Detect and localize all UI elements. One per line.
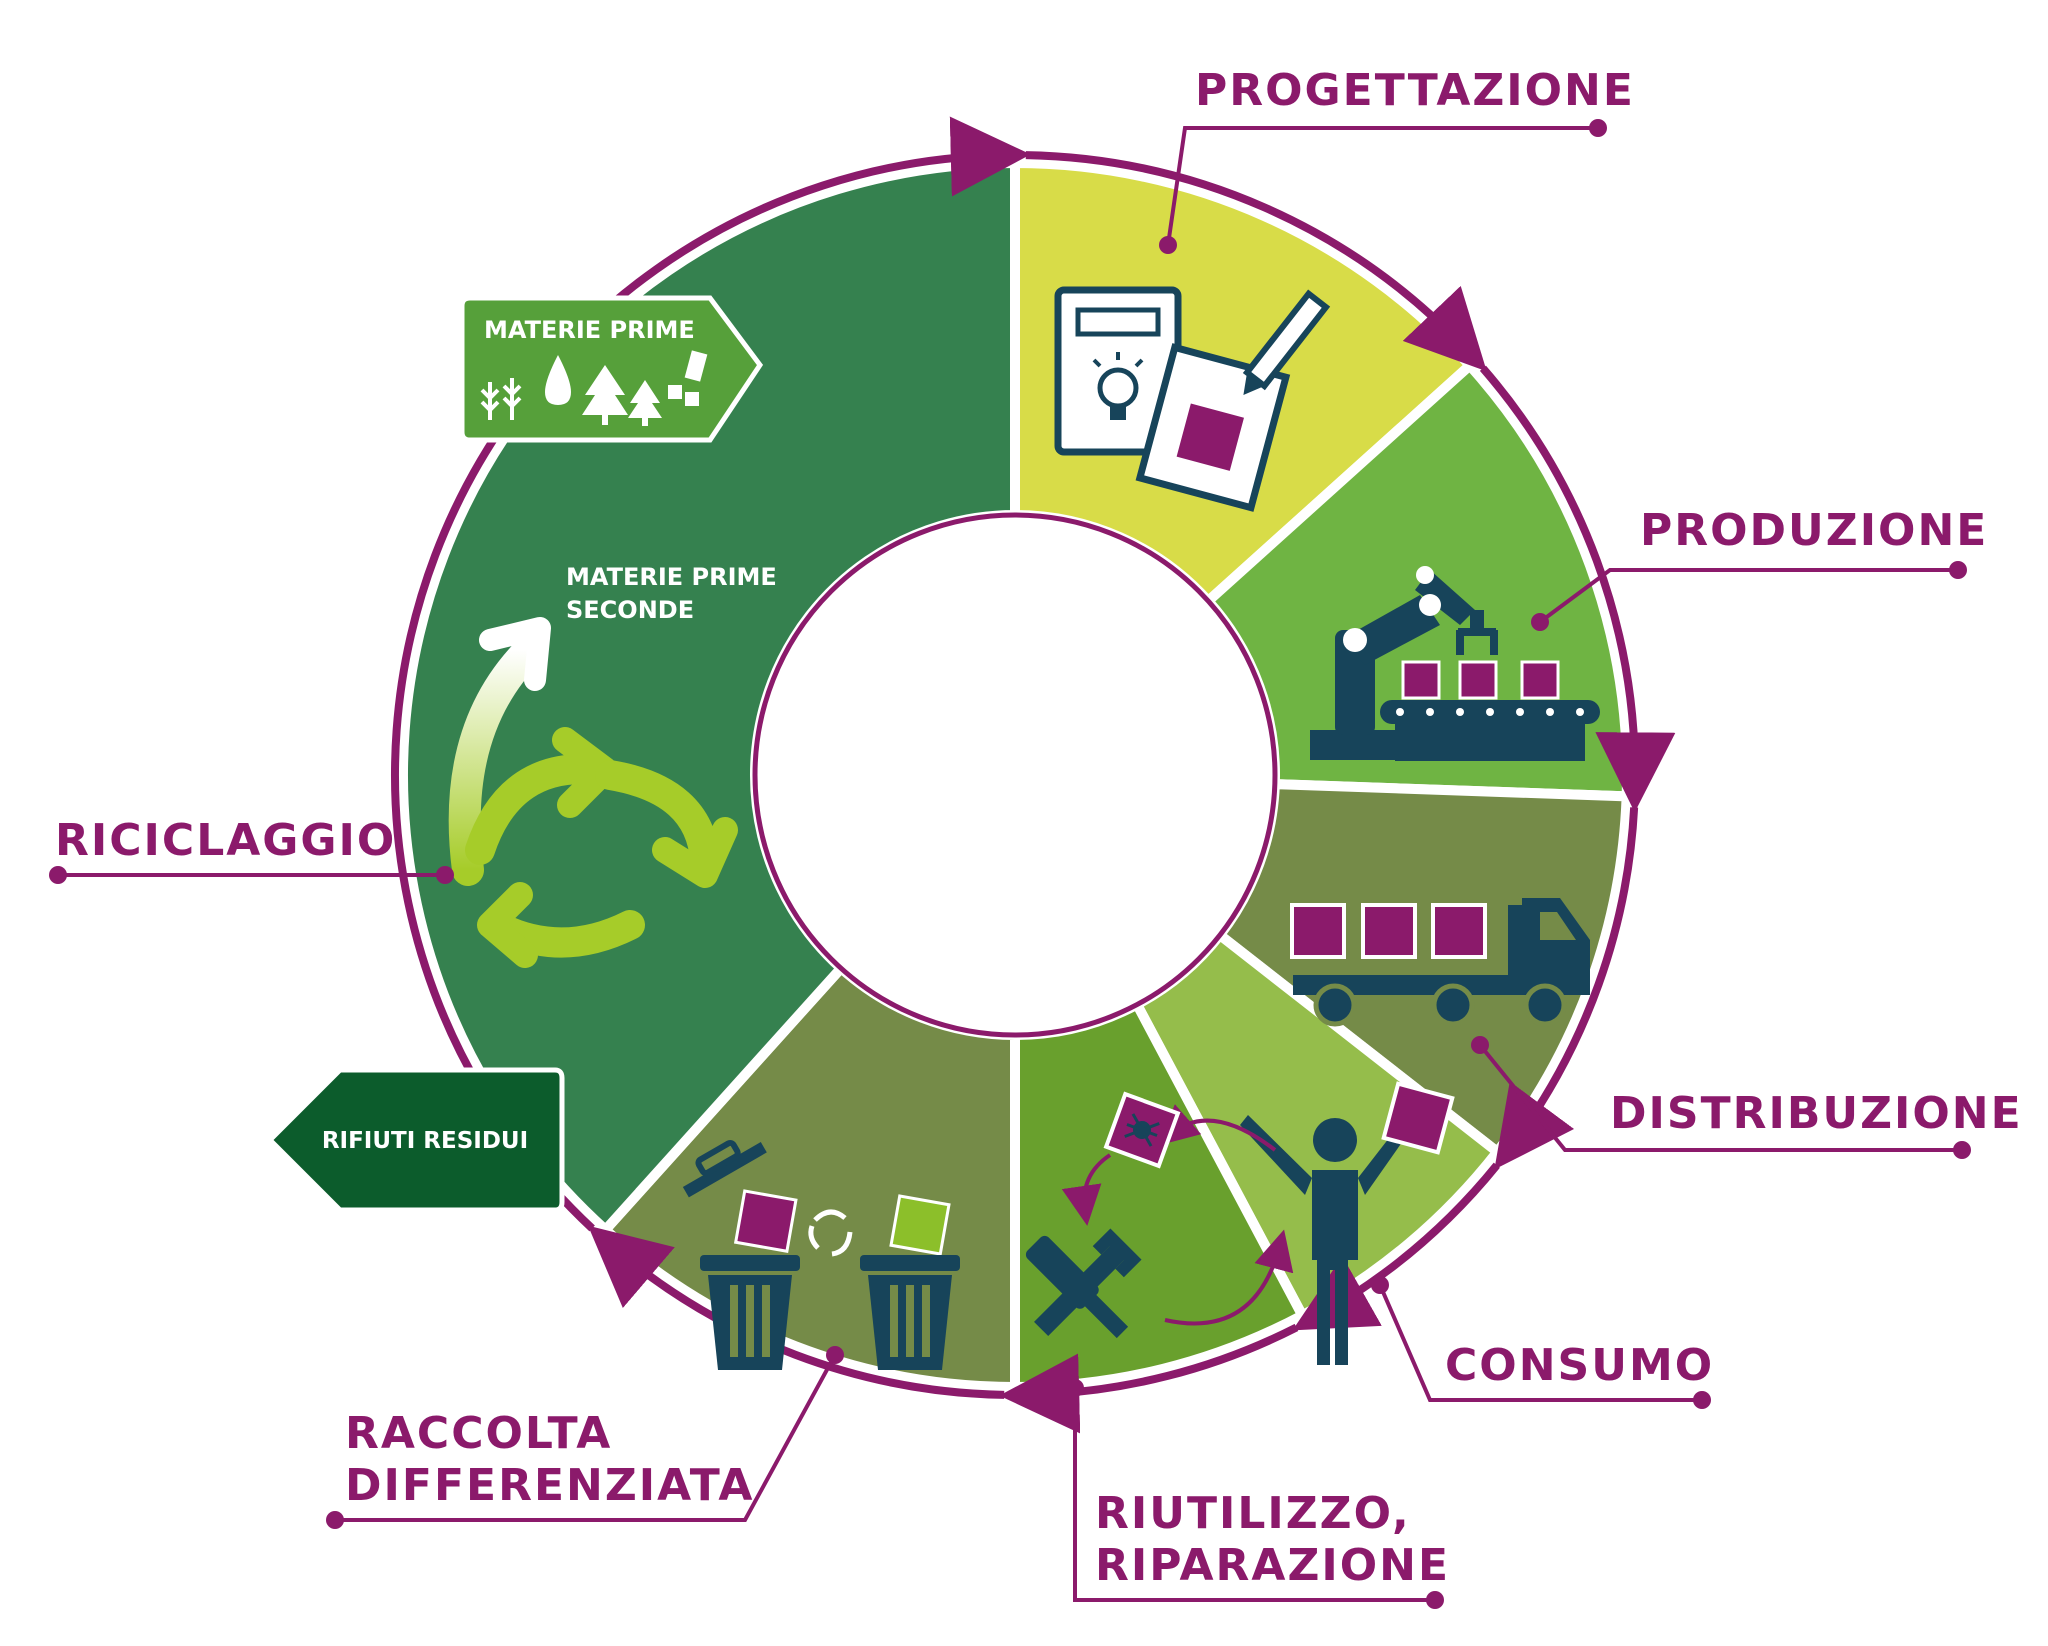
minerals-icon (668, 350, 708, 406)
label-consumo: CONSUMO (1445, 1340, 1714, 1391)
materie-prime-label: MATERIE PRIME (484, 316, 695, 344)
truck-icon (1290, 898, 1590, 1027)
tools-icon (1025, 1091, 1294, 1339)
label-raccolta-line1: RACCOLTA (345, 1408, 612, 1459)
cycle-arrows (391, 116, 1676, 1434)
wheat-icon (480, 378, 522, 420)
bins-icon (682, 1139, 960, 1370)
cycle-arrow-riutilizzo (999, 1323, 1299, 1434)
label-progettazione: PROGETTAZIONE (1195, 65, 1635, 116)
materie-prime-seconde-line2: SECONDE (566, 596, 694, 624)
water-drop-icon (545, 355, 571, 405)
ring-center (752, 512, 1278, 1038)
materie-prime-tag: MATERIE PRIME (459, 295, 764, 443)
rifiuti-residui-label: RIFIUTI RESIDUI (322, 1128, 528, 1154)
trees-icon (582, 365, 662, 426)
cycle-arrow-progettazione (1025, 151, 1487, 372)
rifiuti-residui-tag: RIFIUTI RESIDUI (266, 1067, 565, 1213)
label-produzione: PRODUZIONE (1640, 505, 1988, 556)
cycle-arrow-distribuzione (1494, 807, 1639, 1170)
robot-arm-icon (1310, 566, 1600, 761)
person-icon (1157, 1081, 1455, 1365)
label-riciclaggio: RICICLAGGIO (55, 815, 396, 866)
recycle-icon (448, 617, 738, 968)
cycle-arrow-riciclaggio (391, 116, 1031, 1232)
label-distribuzione: DISTRIBUZIONE (1610, 1088, 2023, 1139)
label-riutilizzo-line1: RIUTILIZZO, (1095, 1488, 1411, 1539)
label-riutilizzo-line2: RIPARAZIONE (1095, 1540, 1450, 1591)
cycle-arrow-produzione (1479, 365, 1676, 813)
small-recycle-icon (808, 1209, 853, 1257)
callouts: PROGETTAZIONE PRODUZIONE DISTRIBUZIONE C… (49, 65, 2023, 1609)
materie-prime-seconde-line1: MATERIE PRIME (566, 563, 777, 591)
cycle-arrow-raccolta (588, 1225, 1005, 1399)
design-icon (1054, 286, 1331, 512)
label-raccolta-line2: DIFFERENZIATA (345, 1460, 754, 1511)
